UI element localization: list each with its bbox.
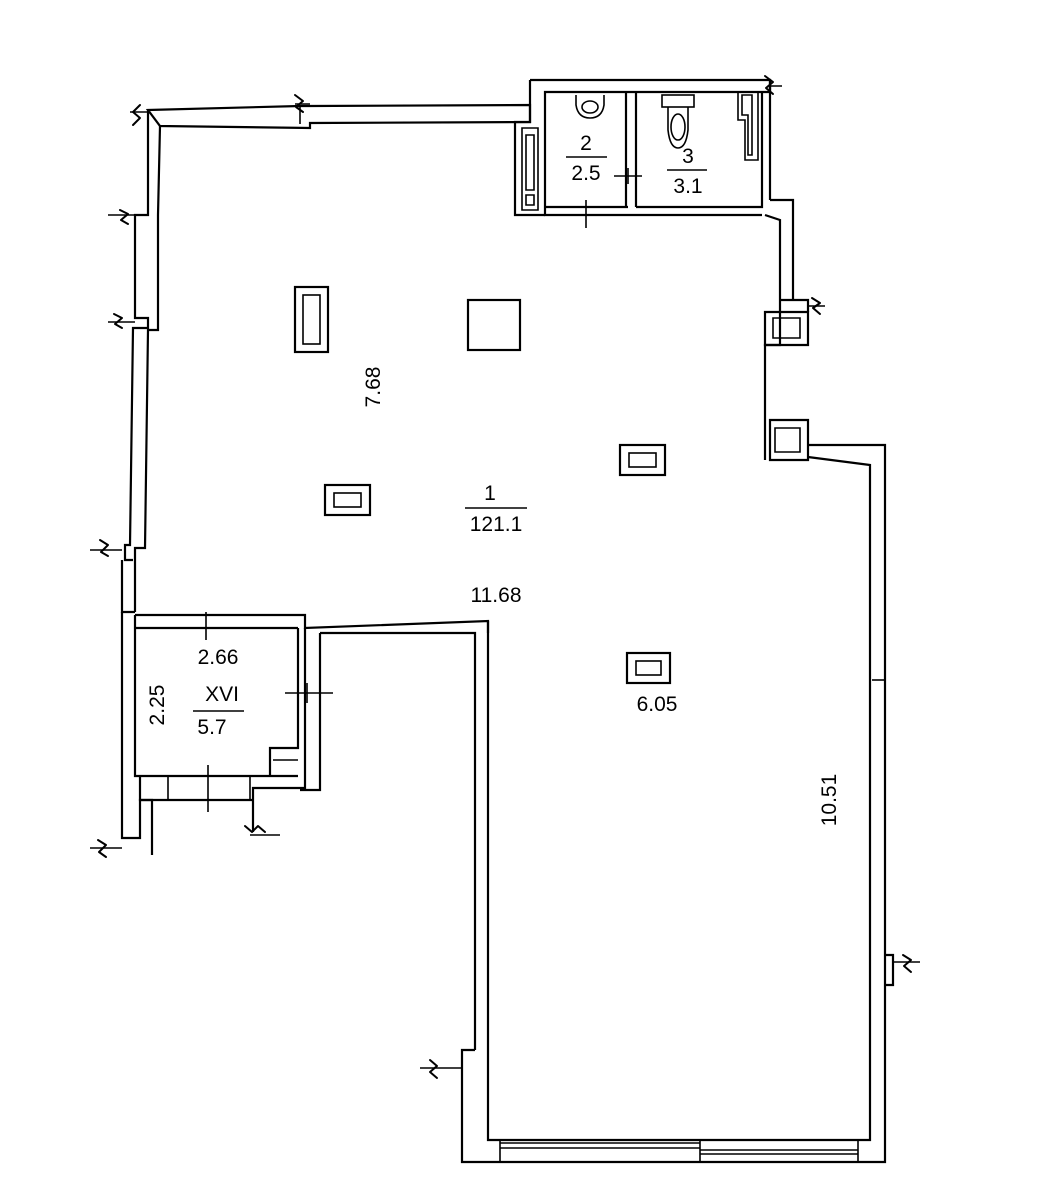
ventilation-duct-1 [323, 483, 372, 517]
dimension-main-height: 7.68 [362, 367, 385, 408]
toilet-icon [661, 94, 695, 149]
dimension-lower-width: 6.05 [637, 693, 678, 716]
room-2-area: 2.5 [571, 162, 600, 185]
wall-break-symbols [90, 75, 920, 1079]
sanitary-fixtures [575, 94, 695, 149]
room-1-number: 1 [484, 482, 496, 505]
door-marks [205, 168, 642, 812]
ventilation-duct-3 [625, 651, 672, 685]
room-xvi-number: XVI [205, 683, 239, 706]
room-label-xvi: XVI 5.7 [193, 683, 244, 739]
room-1-area: 121.1 [470, 513, 523, 536]
columns-and-ducts [293, 285, 672, 685]
room-3-number: 3 [682, 145, 694, 168]
room-3-area: 3.1 [673, 175, 702, 198]
room-xvi-area: 5.7 [197, 716, 226, 739]
room-label-3: 3 3.1 [667, 145, 707, 198]
ventilation-duct-2 [618, 443, 667, 477]
room-2-number: 2 [580, 132, 592, 155]
room-label-2: 2 2.5 [566, 132, 607, 185]
column-square [466, 298, 522, 352]
dimension-main-width: 11.68 [471, 584, 522, 607]
dimension-lower-height: 10.51 [818, 774, 841, 827]
outer-walls [120, 78, 895, 1164]
room-label-1: 1 121.1 [465, 482, 527, 536]
dimension-small-room-width: 2.66 [198, 646, 239, 669]
dimension-small-room-height: 2.25 [146, 685, 169, 726]
sink-icon [575, 95, 605, 119]
ventilation-duct-tall [293, 285, 330, 354]
